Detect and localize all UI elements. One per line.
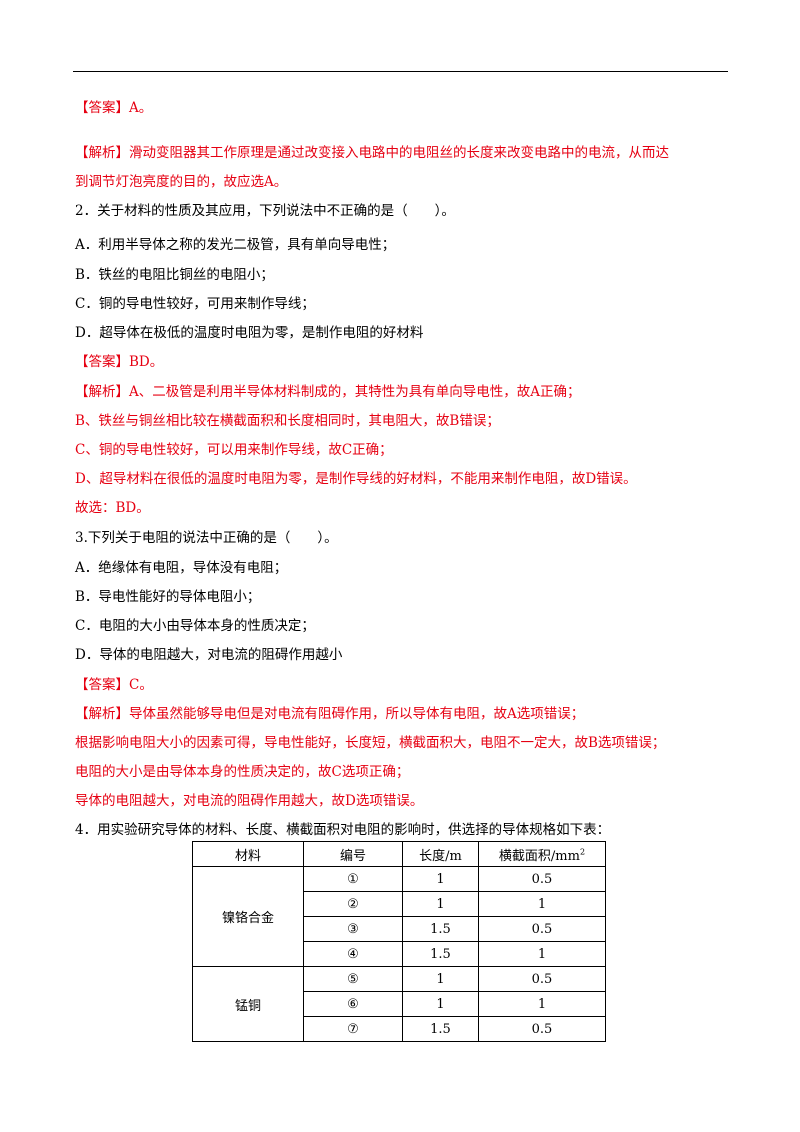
q3-option-c: C．电阻的大小由导体本身的性质决定； <box>75 618 315 634</box>
row-length: 1.5 <box>402 1016 479 1042</box>
answer-3: 【答案】C。 <box>75 677 153 693</box>
analysis-3-line-4: 导体的电阻越大，对电流的阻碍作用越大，故D选项错误。 <box>75 793 424 809</box>
table-row: ④ 1.5 1 <box>193 941 606 967</box>
row-area: 0.5 <box>478 866 606 892</box>
analysis-1-line-1: 【解析】滑动变阻器其工作原理是通过改变接入电路中的电阻丝的长度来改变电路中的电流… <box>75 145 669 161</box>
row-area: 0.5 <box>478 966 606 992</box>
row-length: 1 <box>402 966 479 992</box>
row-area: 0.5 <box>478 1016 606 1042</box>
table-row: ③ 1.5 0.5 <box>193 916 606 942</box>
answer-2: 【答案】BD。 <box>75 354 164 370</box>
header-area: 横截面积/mm2 <box>478 841 606 867</box>
row-area: 1 <box>478 891 606 917</box>
row-number: ⑦ <box>303 1016 403 1042</box>
analysis-2-line-1: 【解析】A、二极管是利用半导体材料制成的，其特性为具有单向导电性，故A正确； <box>75 384 581 400</box>
row-area: 1 <box>478 991 606 1017</box>
answer-1: 【答案】A。 <box>75 100 153 116</box>
analysis-2-line-5: 故选：BD。 <box>75 500 150 516</box>
row-number: ③ <box>303 916 403 942</box>
table-row: ⑦ 1.5 0.5 <box>193 1016 606 1042</box>
row-number: ⑥ <box>303 991 403 1017</box>
analysis-2-line-3: C、铜的导电性较好，可以用来制作导线，故C正确； <box>75 442 393 458</box>
analysis-1-line-2: 到调节灯泡亮度的目的，故应选A。 <box>75 174 288 190</box>
material-nichrome: 镍铬合金 <box>192 866 304 967</box>
q3-option-b: B．导电性能好的导体电阻小； <box>75 589 261 605</box>
table-row: 镍铬合金 ① 1 0.5 <box>192 866 606 967</box>
header-number: 编号 <box>303 841 403 867</box>
header-length: 长度/m <box>402 841 479 867</box>
row-area: 0.5 <box>478 916 606 942</box>
row-length: 1 <box>402 891 479 917</box>
question-2: 2．关于材料的性质及其应用，下列说法中不正确的是（ ）。 <box>75 203 455 219</box>
header-area-unit-exponent: 2 <box>579 847 586 857</box>
row-number: ① <box>303 866 403 892</box>
row-length: 1 <box>402 866 479 892</box>
row-number: ④ <box>303 941 403 967</box>
question-4: 4．用实验研究导体的材料、长度、横截面积对电阻的影响时，供选择的导体规格如下表： <box>75 822 611 838</box>
q2-option-d: D．超导体在极低的温度时电阻为零，是制作电阻的好材料 <box>75 325 424 341</box>
q2-option-a: A．利用半导体之称的发光二极管，具有单向导电性； <box>75 237 396 253</box>
analysis-2-line-4: D、超导材料在很低的温度时电阻为零，是制作导线的好材料，不能用来制作电阻，故D错… <box>75 471 637 487</box>
row-length: 1.5 <box>402 941 479 967</box>
row-length: 1.5 <box>402 916 479 942</box>
q2-option-c: C．铜的导电性较好，可用来制作导线； <box>75 296 315 312</box>
q2-option-b: B．铁丝的电阻比铜丝的电阻小； <box>75 267 274 283</box>
header-material: 材料 <box>192 841 304 867</box>
question-3: 3.下列关于电阻的说法中正确的是（ ）。 <box>75 530 338 546</box>
q3-option-d: D．导体的电阻越大，对电流的阻碍作用越小 <box>75 647 343 663</box>
table-header-row: 材料 编号 长度/m 横截面积/mm2 <box>192 841 606 867</box>
header-rule <box>73 71 728 72</box>
row-number: ② <box>303 891 403 917</box>
analysis-3-line-3: 电阻的大小是由导体本身的性质决定的，故C选项正确； <box>75 764 410 780</box>
row-area: 1 <box>478 941 606 967</box>
row-length: 1 <box>402 991 479 1017</box>
analysis-3-line-1: 【解析】导体虽然能够导电但是对电流有阻碍作用，所以导体有电阻，故A选项错误； <box>75 706 585 722</box>
conductor-spec-table: 材料 编号 长度/m 横截面积/mm2 镍铬合金 ① 1 0.5 ② 1 1 ③… <box>192 841 606 1042</box>
analysis-3-line-2: 根据影响电阻大小的因素可得，导电性能好，长度短，横截面积大，电阻不一定大，故B选… <box>75 735 666 751</box>
header-area-text: 横截面积/mm <box>498 848 580 864</box>
table-row: 锰铜 ⑤ 1 0.5 <box>192 966 606 1042</box>
row-number: ⑤ <box>303 966 403 992</box>
q3-option-a: A．绝缘体有电阻，导体没有电阻； <box>75 560 288 576</box>
analysis-2-line-2: B、铁丝与铜丝相比较在横截面积和长度相同时，其电阻大，故B错误； <box>75 413 500 429</box>
material-manganin: 锰铜 <box>192 966 304 1042</box>
